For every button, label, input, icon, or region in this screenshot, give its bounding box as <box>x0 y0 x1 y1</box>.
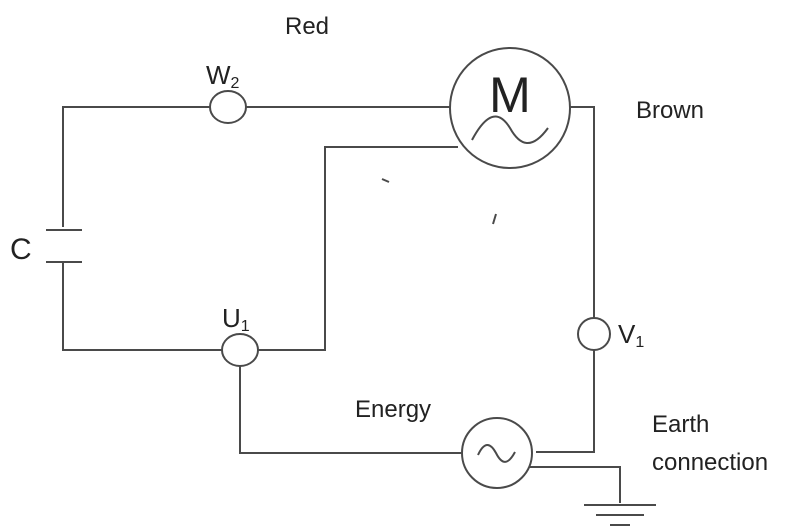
terminal-w2 <box>209 90 247 124</box>
label-connection: connection <box>652 449 768 476</box>
wire-u1-to-source <box>239 366 462 454</box>
wire-motor-to-v1 <box>570 106 595 318</box>
wire-cap-to-u1 <box>62 262 222 351</box>
label-energy: Energy <box>355 396 431 423</box>
wire-top <box>62 106 210 227</box>
stray-mark <box>381 178 390 183</box>
terminal-w2-label: W2 <box>206 60 240 92</box>
terminal-v1-label: V1 <box>618 319 644 351</box>
capacitor-label: C <box>10 233 32 266</box>
ac-sine-icon <box>477 444 516 463</box>
terminal-u1-label: U1 <box>222 303 250 335</box>
wire-source-to-earth <box>528 466 621 503</box>
motor-sine-icon <box>471 115 549 144</box>
label-earth: Earth <box>652 411 709 438</box>
capacitor-symbol <box>46 229 82 263</box>
wires <box>62 106 621 503</box>
ac-source-symbol <box>461 417 533 489</box>
terminal-v1 <box>577 317 611 351</box>
motor-symbol: M <box>449 47 571 169</box>
label-brown: Brown <box>636 97 704 124</box>
motor-label: M <box>489 67 531 123</box>
stray-mark <box>492 213 497 225</box>
terminal-u1 <box>221 333 259 367</box>
label-red: Red <box>285 13 329 40</box>
earth-ground-icon <box>584 504 656 526</box>
wire-motor-to-u1 <box>258 146 458 351</box>
wire-v1-to-source <box>536 350 595 453</box>
